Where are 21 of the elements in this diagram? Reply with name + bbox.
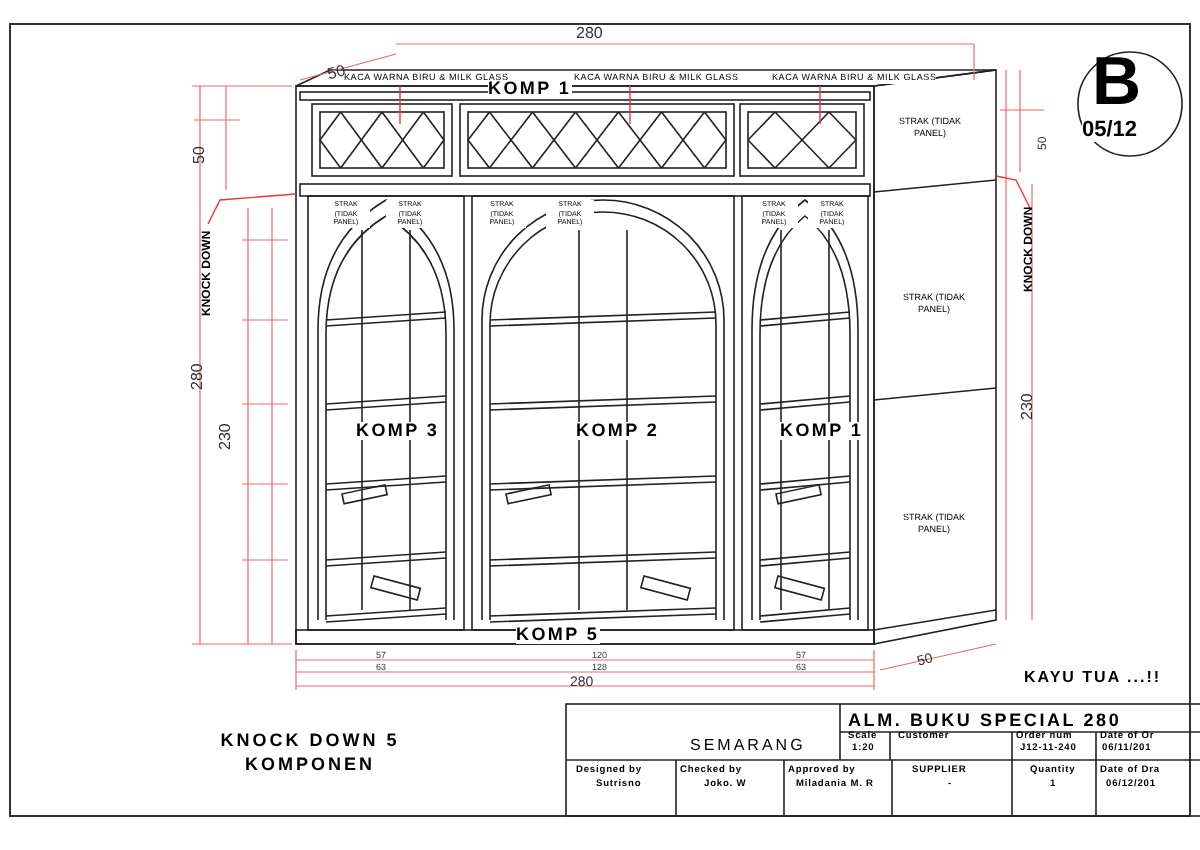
leader-line <box>207 193 297 225</box>
dimension-label: 230 <box>218 423 234 450</box>
place-label: SEMARANG <box>690 738 806 754</box>
dimension-label: 50 <box>192 146 208 164</box>
leader-line <box>995 175 1031 209</box>
dimension-label: 230 <box>1020 393 1036 420</box>
component-label: KOMP 2 <box>576 422 660 440</box>
leader-line <box>399 85 401 125</box>
sheet-letter: B <box>1092 48 1142 116</box>
component-label: KOMP 1 <box>780 422 864 440</box>
dimension-label: 280 <box>576 26 603 42</box>
component-label: KOMP 5 <box>516 626 600 644</box>
leader-line <box>819 85 821 125</box>
dimension-label: 280 <box>190 363 206 390</box>
note-label: KNOCK DOWN 5 KOMPONEN <box>218 730 402 777</box>
component-label: KOMP 3 <box>356 422 440 440</box>
component-label: KOMP 1 <box>488 80 572 98</box>
sheet-number: 05/12 <box>1082 120 1138 142</box>
leader-line <box>629 85 631 125</box>
drawing-title: ALM. BUKU SPECIAL 280 <box>848 712 1122 730</box>
note-label: KAYU TUA ...!! <box>1024 670 1162 686</box>
